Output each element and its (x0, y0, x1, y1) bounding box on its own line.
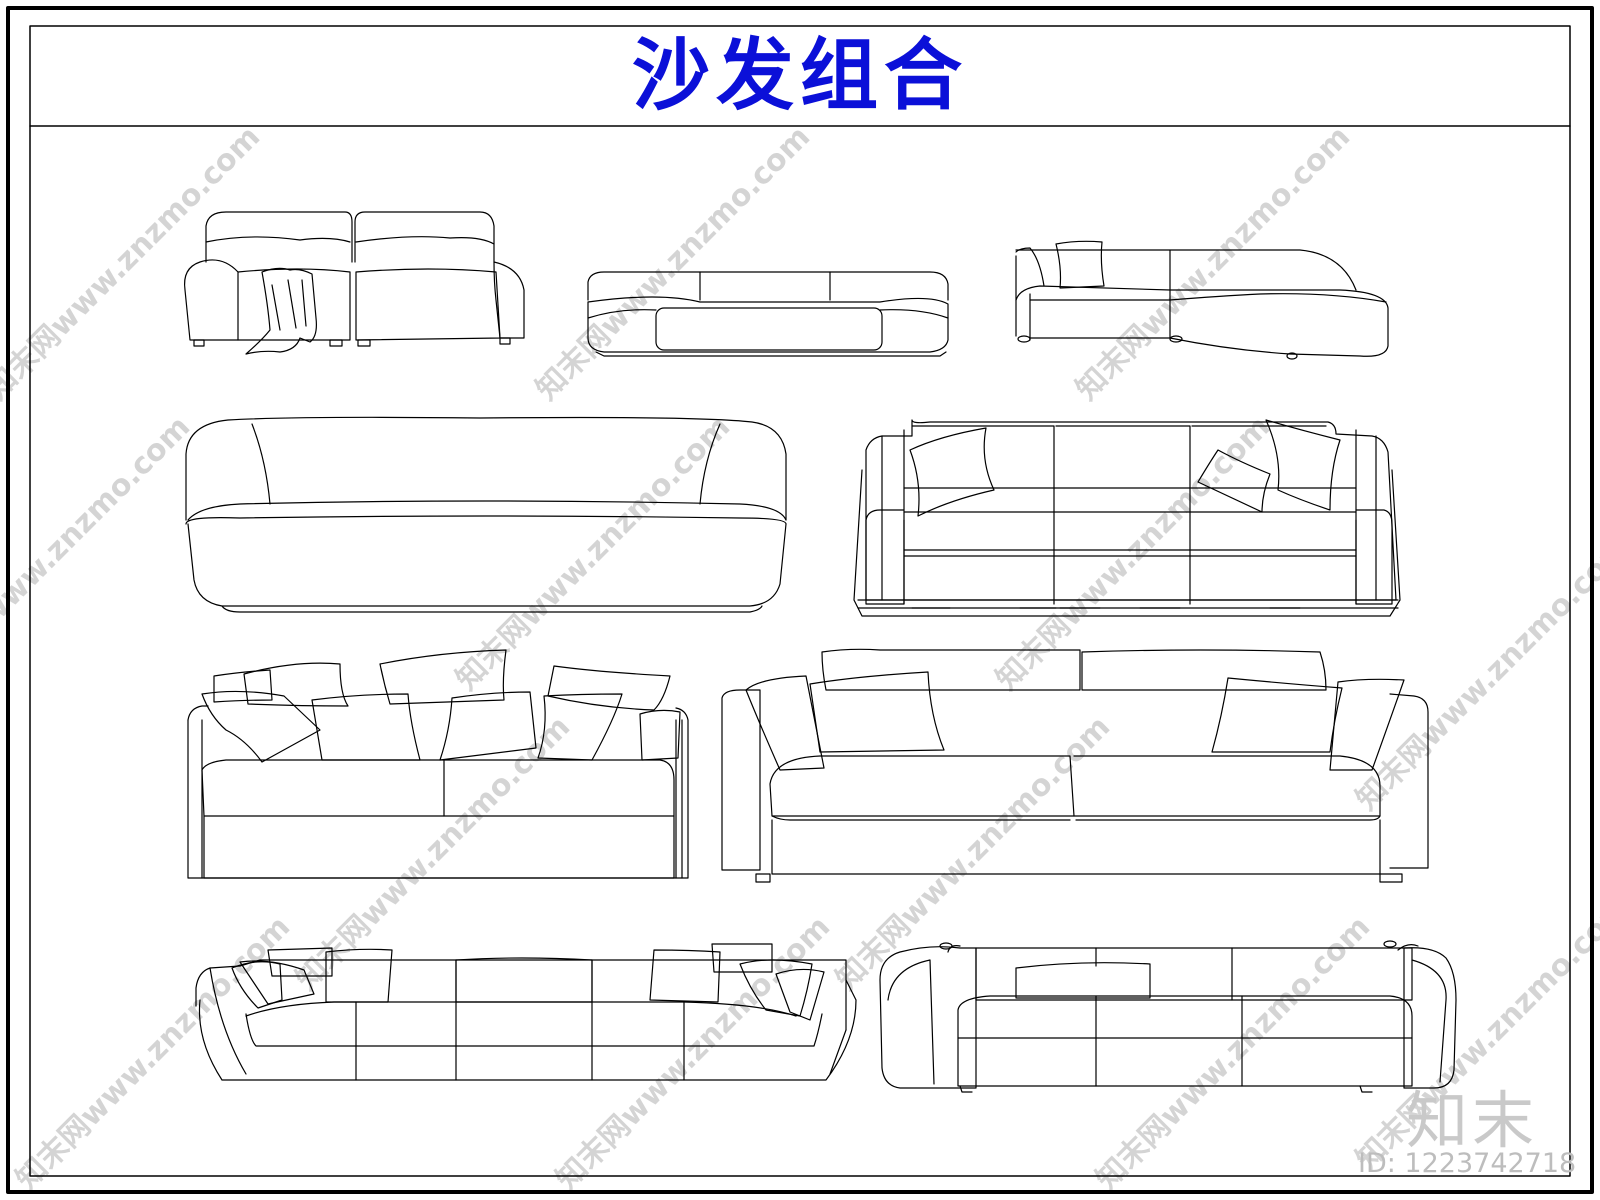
watermark-text: 知末网www.znzmo.com (9, 909, 297, 1197)
sofa-2 (588, 272, 948, 356)
sofa-1 (185, 212, 524, 354)
title-box: 沙发组合 (30, 26, 1570, 126)
inner-frame (30, 26, 1570, 1176)
watermark-text: 知末网www.znzmo.com (1349, 529, 1600, 817)
sofa-4 (186, 417, 786, 612)
watermark-text: 知末网www.znzmo.com (1069, 119, 1357, 407)
watermark-text: 知末网www.znzmo.com (529, 119, 817, 407)
sofa-8 (196, 944, 856, 1080)
sofa-3 (1016, 241, 1388, 359)
watermark-text: 知末网www.znzmo.com (449, 409, 737, 697)
brand-watermark: 知末 (1406, 1084, 1539, 1157)
sofa-6 (188, 650, 688, 878)
page-title: 沙发组合 (631, 30, 968, 121)
watermark-text: 知末网www.znzmo.com (1089, 909, 1377, 1197)
outer-frame (8, 8, 1592, 1192)
sofa-5 (854, 420, 1400, 616)
watermark-text: 知末网www.znzmo.com (989, 409, 1277, 697)
watermark-text: 知末网www.znzmo.com (829, 709, 1117, 997)
sheet-id-label: ID: 1223742718 (1358, 1148, 1577, 1179)
sofa-9 (880, 941, 1456, 1092)
sofa-7 (722, 649, 1428, 882)
